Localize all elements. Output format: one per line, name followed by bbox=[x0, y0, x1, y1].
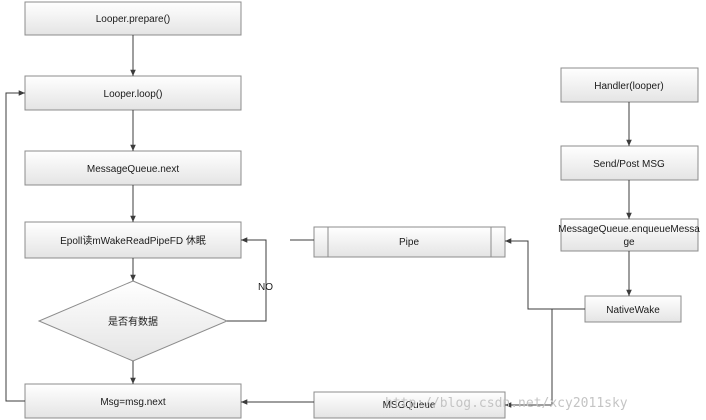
node-msgqueue-label: MSGQueue bbox=[383, 400, 436, 411]
edge-label-no: NO bbox=[258, 282, 273, 293]
node-messagequeue-next-label: MessageQueue.next bbox=[87, 164, 180, 175]
node-looper-prepare: Looper.prepare() bbox=[24, 1, 242, 36]
node-epoll-sleep-label: Epoll读mWakeReadPipeFD 休眠 bbox=[60, 234, 206, 247]
node-send-post-msg: Send/Post MSG bbox=[560, 145, 699, 181]
node-native-wake: NativeWake bbox=[584, 295, 682, 323]
node-enqueue-message-label-line2: ge bbox=[623, 237, 635, 248]
node-looper-loop-label: Looper.loop() bbox=[104, 89, 163, 100]
arrow-loop-back bbox=[5, 90, 25, 402]
node-msgqueue: MSGQueue bbox=[313, 391, 506, 419]
node-has-data-decision: 是否有数据 bbox=[37, 280, 229, 362]
node-looper-prepare-label: Looper.prepare() bbox=[96, 14, 171, 25]
node-send-post-msg-label: Send/Post MSG bbox=[593, 159, 665, 170]
node-epoll-sleep: Epoll读mWakeReadPipeFD 休眠 bbox=[24, 221, 242, 259]
node-enqueue-message: MessageQueue.enqueueMessa ge bbox=[558, 218, 700, 252]
node-msg-next: Msg=msg.next bbox=[24, 383, 242, 419]
node-msg-next-label: Msg=msg.next bbox=[100, 397, 166, 408]
node-handler-looper-label: Handler(looper) bbox=[594, 81, 663, 92]
node-enqueue-message-label-line1: MessageQueue.enqueueMessa bbox=[558, 224, 700, 235]
node-has-data-decision-label: 是否有数据 bbox=[108, 315, 158, 328]
node-pipe: Pipe bbox=[313, 226, 506, 258]
node-pipe-label: Pipe bbox=[399, 237, 419, 248]
node-messagequeue-next: MessageQueue.next bbox=[24, 150, 242, 186]
arrow-no-back-to-epoll bbox=[227, 237, 267, 322]
node-native-wake-label: NativeWake bbox=[606, 305, 660, 316]
node-handler-looper: Handler(looper) bbox=[560, 67, 699, 103]
watermark-text: http://blog.csdn.net/xcy2011sky bbox=[385, 396, 628, 411]
node-looper-loop: Looper.loop() bbox=[24, 75, 242, 111]
arrow-nativewake-to-msgqueue bbox=[505, 308, 585, 408]
